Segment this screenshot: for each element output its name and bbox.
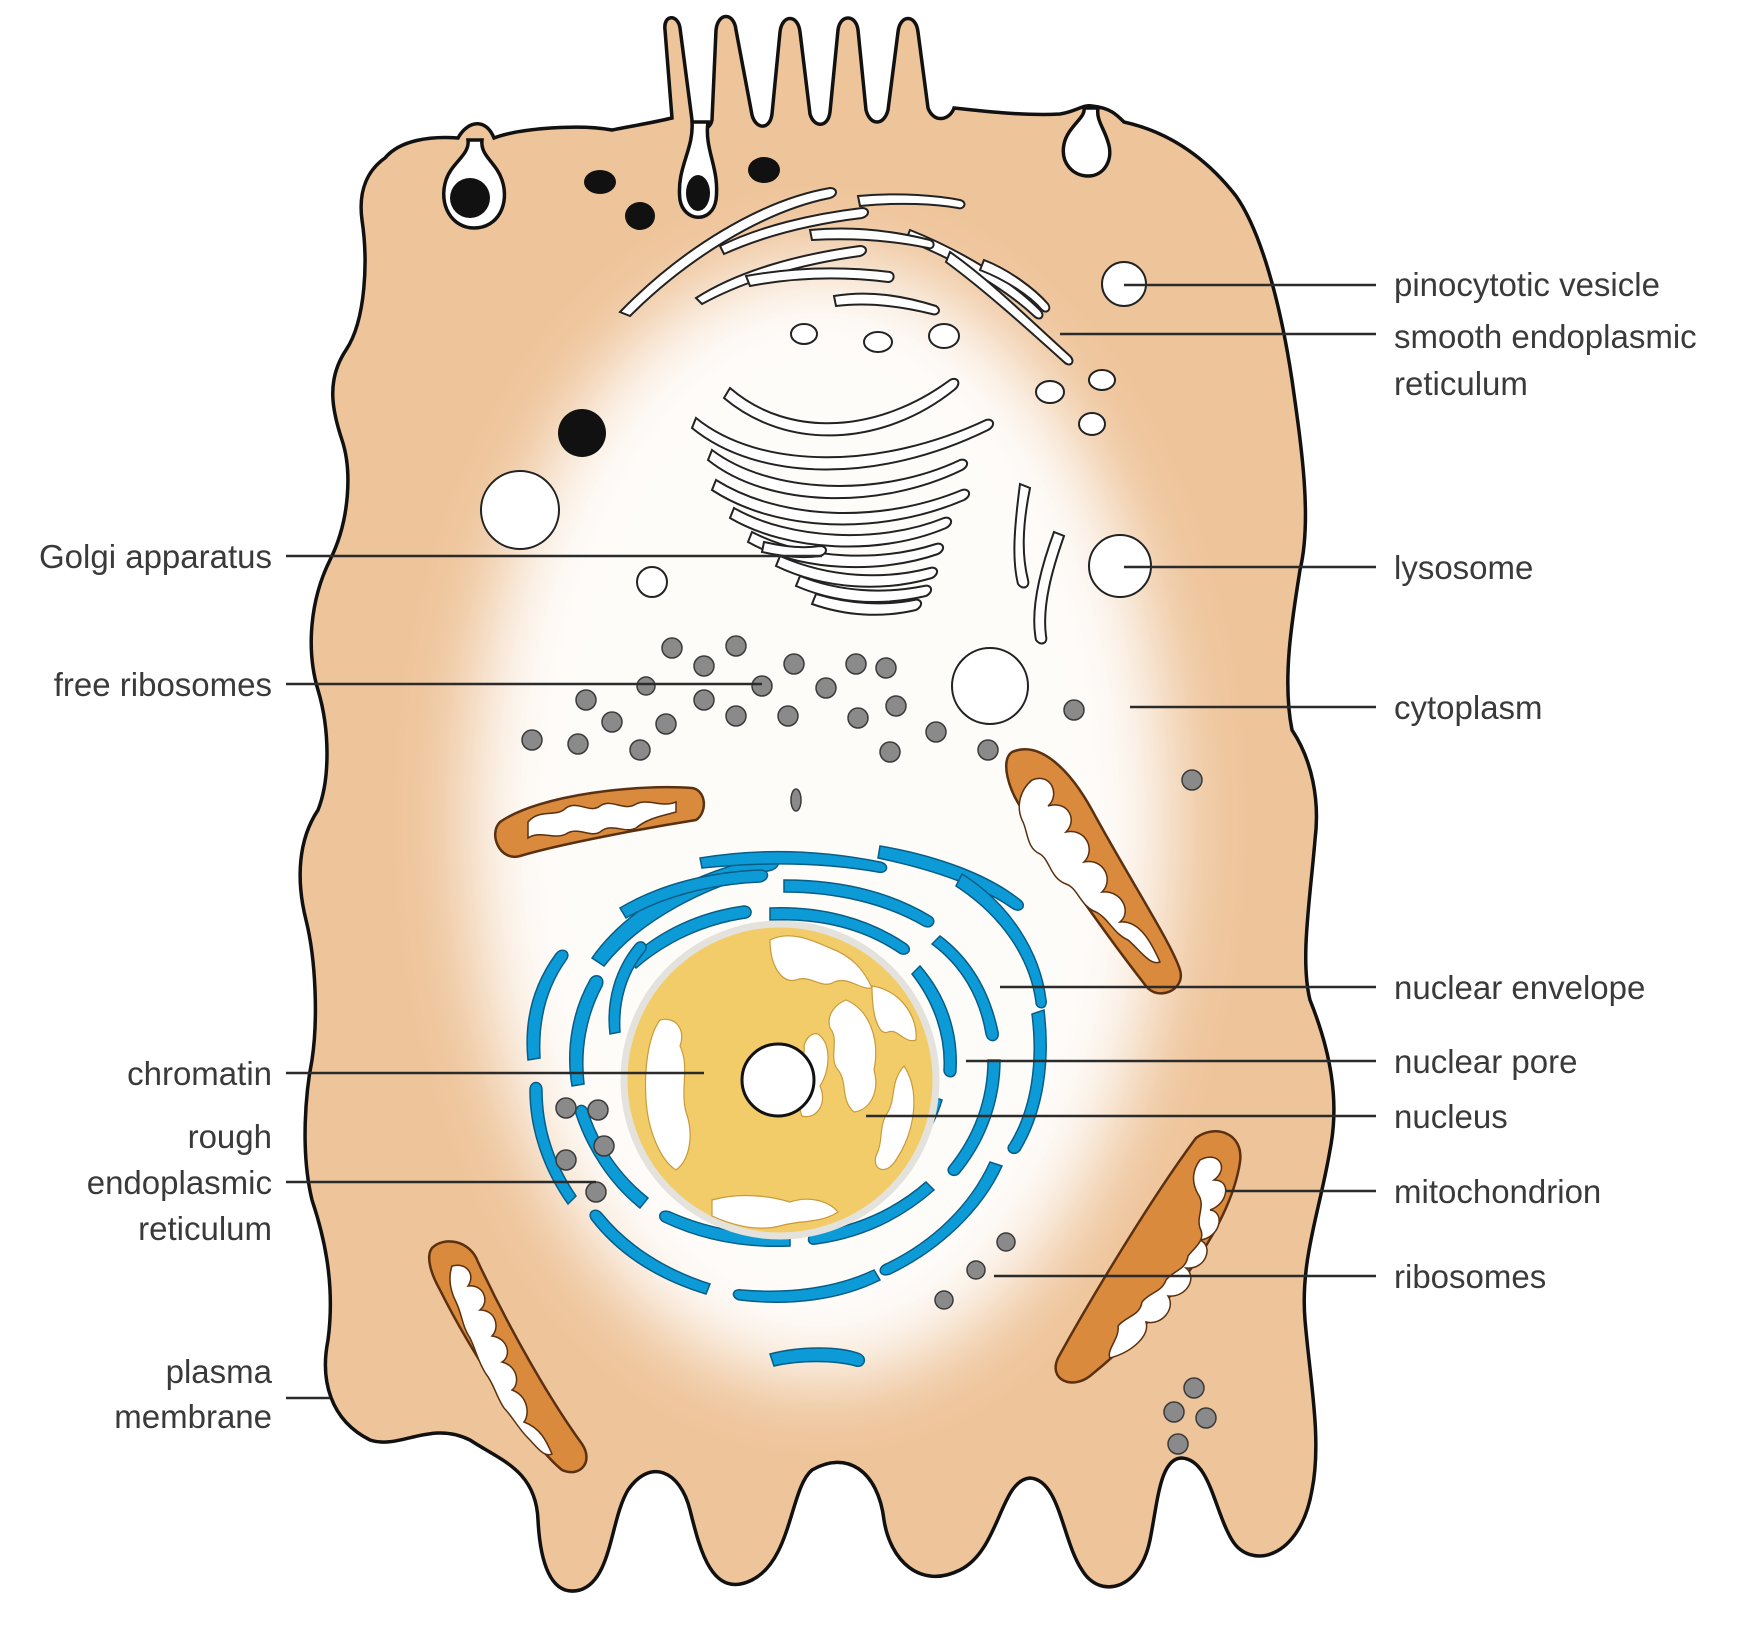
label-nuclear-pore: nuclear pore: [1394, 1043, 1577, 1080]
label-rough-er-3: reticulum: [138, 1210, 272, 1247]
label-ribosomes: ribosomes: [1394, 1258, 1546, 1295]
label-golgi: Golgi apparatus: [39, 538, 272, 575]
label-mitochondrion: mitochondrion: [1394, 1173, 1601, 1210]
label-rough-er-1: rough: [188, 1118, 272, 1155]
nucleolus: [742, 1044, 814, 1116]
label-nucleus: nucleus: [1394, 1098, 1508, 1135]
nucleus: [624, 924, 936, 1236]
label-lysosome: lysosome: [1394, 549, 1533, 586]
label-rough-er-2: endoplasmic: [87, 1164, 272, 1201]
labels-right: pinocytotic vesicle smooth endoplasmic r…: [1394, 266, 1697, 1295]
label-nuclear-envelope: nuclear envelope: [1394, 969, 1645, 1006]
labels-left: Golgi apparatus free ribosomes chromatin…: [39, 538, 273, 1435]
label-free-ribosomes: free ribosomes: [54, 666, 272, 703]
label-smooth-er-2: reticulum: [1394, 365, 1528, 402]
label-plasma-membrane-1: plasma: [166, 1353, 273, 1390]
label-smooth-er-1: smooth endoplasmic: [1394, 318, 1697, 355]
label-plasma-membrane-2: membrane: [114, 1398, 272, 1435]
label-chromatin: chromatin: [127, 1055, 272, 1092]
label-cytoplasm: cytoplasm: [1394, 689, 1543, 726]
label-pinocytotic-vesicle: pinocytotic vesicle: [1394, 266, 1660, 303]
